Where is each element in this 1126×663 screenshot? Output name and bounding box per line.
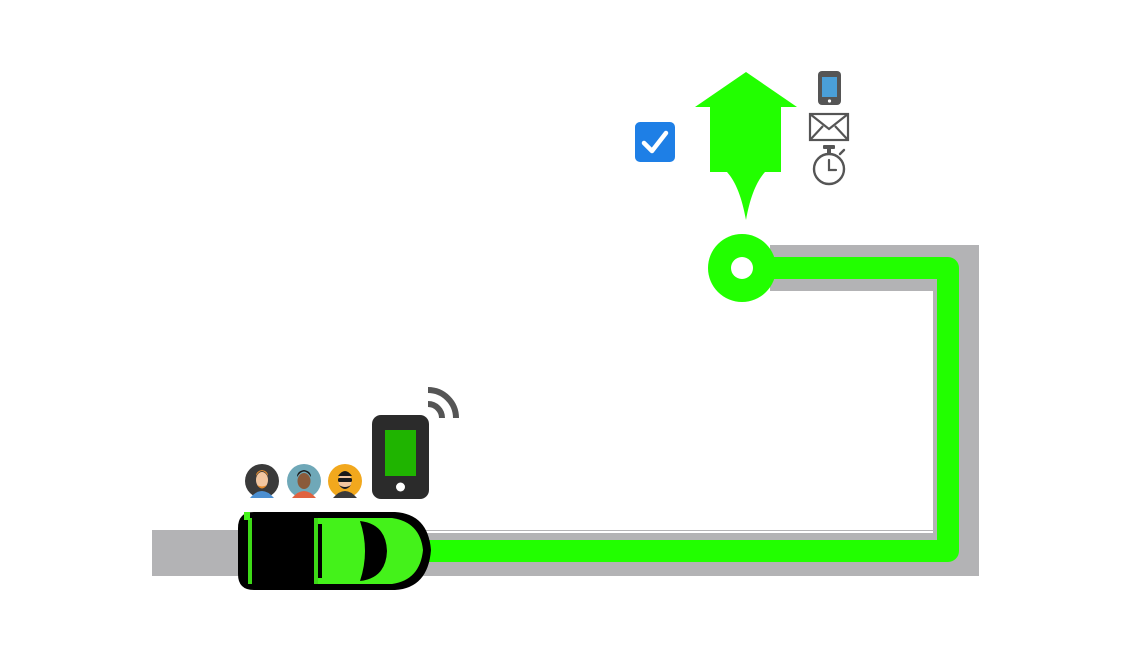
person-sunglasses-icon	[328, 464, 362, 498]
person-blond-icon	[245, 464, 279, 498]
stopwatch-icon	[812, 145, 846, 186]
person-curly-icon	[287, 464, 321, 498]
road-track	[270, 245, 979, 576]
route-line	[409, 257, 959, 562]
wireless-signal-icon	[427, 387, 459, 419]
road-inner-cut-horizontal	[272, 531, 933, 533]
phone-notification-icon	[818, 71, 841, 105]
notification-icons	[808, 71, 850, 186]
passengers	[245, 464, 362, 498]
checked-checkbox-icon[interactable]	[635, 122, 675, 162]
home-pin-icon	[695, 72, 797, 220]
route-end-marker-hole	[731, 257, 753, 279]
mail-icon	[808, 112, 850, 142]
route	[409, 234, 959, 562]
car-icon	[238, 512, 431, 590]
smartphone-icon	[372, 415, 429, 499]
